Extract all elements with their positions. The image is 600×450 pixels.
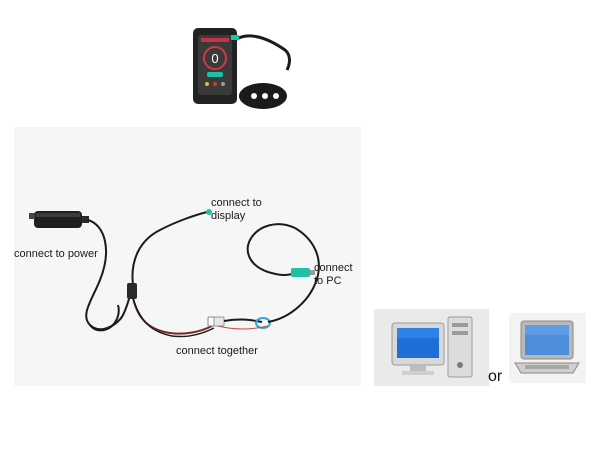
label-connect-together: connect together	[176, 345, 258, 357]
ebike-display-icon: 0	[193, 28, 291, 109]
desktop-panel	[374, 309, 489, 386]
or-text: or	[488, 368, 503, 385]
label-connect-power: connect to power	[14, 248, 98, 260]
laptop-panel	[509, 313, 586, 383]
wiring-photo-panel	[14, 127, 361, 386]
label-connect-pc: connect to PC	[314, 262, 353, 287]
laptop-icon	[514, 320, 580, 374]
label-connect-display: connect to display	[211, 197, 262, 222]
desktop-computer-icon	[391, 316, 473, 378]
svg-text:0: 0	[211, 51, 218, 66]
power-adapter-icon	[29, 211, 89, 228]
